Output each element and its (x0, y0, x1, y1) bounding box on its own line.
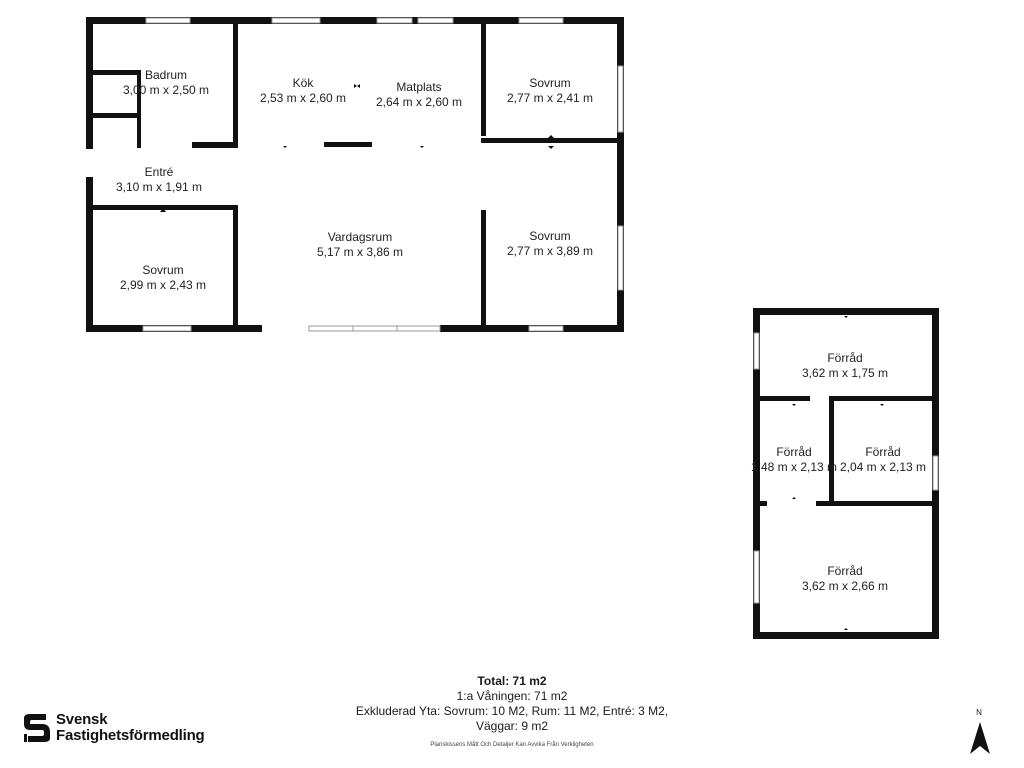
floor-area: 1:a Våningen: 71 m2 (456, 689, 568, 703)
room-label-vardagsrum: Vardagsrum 5,17 m x 3,86 m (310, 230, 410, 260)
door-markers (160, 84, 884, 630)
room-label-matplats: Matplats 2,64 m x 2,60 m (369, 80, 469, 110)
room-size: 2,77 m x 2,41 m (506, 91, 594, 105)
room-name: Förråd (827, 564, 863, 578)
room-size: 2,04 m x 2,13 m (839, 460, 927, 474)
room-name: Sovrum (142, 263, 184, 277)
room-size: 3,62 m x 2,66 m (801, 579, 889, 593)
room-size: 3,10 m x 1,91 m (115, 180, 203, 194)
windows-storage-building (753, 332, 939, 604)
brand-line-2: Fastighetsförmedling (56, 727, 205, 744)
room-name: Sovrum (529, 76, 571, 90)
walls-area: Väggar: 9 m2 (475, 719, 549, 733)
windows-main-building (142, 17, 624, 332)
disclaimer: Planskissens Mått Och Detaljer Kan Avvik… (430, 742, 594, 748)
room-size: 3,00 m x 2,50 m (122, 83, 210, 97)
room-label-kok: Kök 2,53 m x 2,60 m (253, 76, 353, 106)
room-label-forrad-3: Förråd 2,04 m x 2,13 m (833, 445, 933, 475)
room-size: 3,62 m x 1,75 m (801, 366, 889, 380)
room-name: Matplats (396, 80, 442, 94)
area-summary: Total: 71 m2 1:a Våningen: 71 m2 Exklude… (312, 674, 712, 734)
room-size: 2,64 m x 2,60 m (375, 95, 463, 109)
room-name: Förråd (827, 351, 863, 365)
room-label-badrum: Badrum 3,00 m x 2,50 m (116, 68, 216, 98)
room-label-sovrum-1: Sovrum 2,77 m x 2,41 m (500, 76, 600, 106)
north-indicator: N (968, 708, 998, 756)
room-name: Entré (144, 165, 174, 179)
room-size: 2,99 m x 2,43 m (119, 278, 207, 292)
room-label-forrad-1: Förråd 3,62 m x 1,75 m (795, 351, 895, 381)
brand-line-1: Svensk (56, 711, 108, 728)
excluded-area: Exkluderad Yta: Sovrum: 10 M2, Rum: 11 M… (355, 704, 669, 718)
room-name: Förråd (865, 445, 901, 459)
room-label-sovrum-3: Sovrum 2,99 m x 2,43 m (113, 263, 213, 293)
room-label-forrad-4: Förråd 3,62 m x 2,66 m (795, 564, 895, 594)
room-size: 5,17 m x 3,86 m (316, 245, 404, 259)
room-label-entre: Entré 3,10 m x 1,91 m (109, 165, 209, 195)
north-arrow-icon (970, 722, 990, 754)
room-name: Sovrum (529, 229, 571, 243)
room-label-sovrum-2: Sovrum 2,77 m x 3,89 m (500, 229, 600, 259)
room-label-forrad-2: Förråd 1,48 m x 2,13 m (744, 445, 844, 475)
svensk-fastighetsformedling-logo (24, 714, 50, 742)
room-size: 2,53 m x 2,60 m (259, 91, 347, 105)
brand-name: Svensk Fastighetsförmedling (56, 712, 205, 744)
room-name: Vardagsrum (327, 230, 393, 244)
total-area: Total: 71 m2 (477, 674, 547, 688)
room-name: Kök (292, 76, 314, 90)
room-name: Badrum (144, 68, 188, 82)
room-size: 2,77 m x 3,89 m (506, 244, 594, 258)
north-label: N (976, 708, 982, 717)
room-name: Förråd (776, 445, 812, 459)
room-size: 1,48 m x 2,13 m (750, 460, 838, 474)
